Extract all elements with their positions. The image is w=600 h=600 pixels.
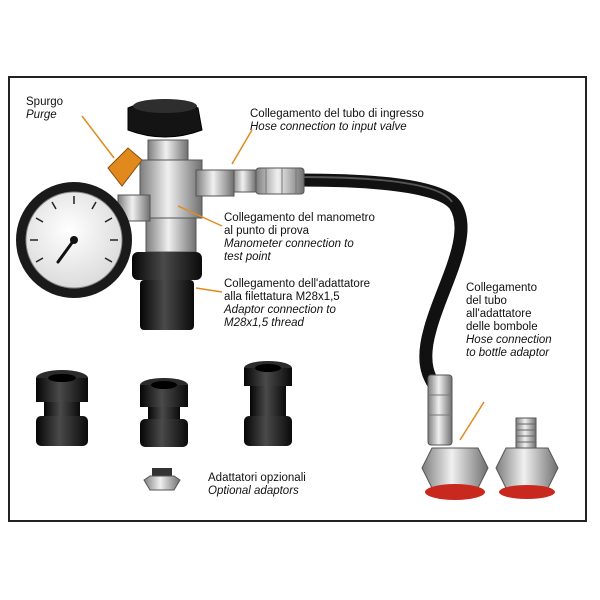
label-bottle-hose: Collegamento del tubo all'adattatore del… <box>466 282 552 360</box>
label-manometer-it-1: Collegamento del manometro <box>224 212 375 224</box>
label-adaptor-thread-en-2: M28x1,5 thread <box>224 317 304 329</box>
label-input-hose: Collegamento del tubo di ingresso Hose c… <box>250 108 424 134</box>
label-adaptor-thread-en-1: Adaptor connection to <box>224 304 336 316</box>
label-optional-en: Optional adaptors <box>208 485 299 497</box>
label-bottle-hose-it-3: all'adattatore <box>466 308 532 320</box>
manometer-gauge <box>16 182 151 298</box>
label-bottle-hose-en-1: Hose connection <box>466 334 552 346</box>
label-bottle-hose-it-4: delle bombole <box>466 321 538 333</box>
leader-lines <box>81 115 485 441</box>
label-adaptor-thread-it-2: alla filettatura M28x1,5 <box>224 291 340 303</box>
label-bottle-hose-it-2: del tubo <box>466 295 507 307</box>
label-bottle-hose-en-2: to bottle adaptor <box>466 347 550 359</box>
input-hose-fitting <box>231 167 305 195</box>
optional-adaptor-1 <box>36 370 88 446</box>
label-purge-it: Spurgo <box>26 96 64 108</box>
label-purge-en: Purge <box>26 109 57 121</box>
valve-assembly <box>107 99 235 253</box>
label-manometer: Collegamento del manometro al punto di p… <box>224 212 375 264</box>
label-bottle-hose-it-1: Collegamento <box>466 282 537 294</box>
black-hose <box>293 173 468 397</box>
label-manometer-en-2: test point <box>224 251 271 263</box>
label-purge: Spurgo Purge <box>26 96 63 122</box>
small-hex-nut <box>143 468 181 491</box>
label-manometer-it-2: al punto di prova <box>224 225 310 237</box>
label-input-hose-it: Collegamento del tubo di ingresso <box>250 108 424 120</box>
bottle-hose-fitting <box>421 374 489 500</box>
diagram-frame <box>8 76 587 522</box>
label-optional-it: Adattatori opzionali <box>208 472 306 484</box>
optional-adaptor-3 <box>244 361 292 446</box>
label-adaptor-thread: Collegamento dell'adattatore alla filett… <box>224 278 370 330</box>
optional-adaptor-2 <box>140 378 188 447</box>
label-manometer-en-1: Manometer connection to <box>224 238 354 250</box>
thread-adaptor <box>132 252 202 330</box>
label-optional-adaptors: Adattatori opzionali Optional adaptors <box>208 472 306 498</box>
label-adaptor-thread-it-1: Collegamento dell'adattatore <box>224 278 371 290</box>
purge-lever <box>107 147 143 187</box>
bottle-adaptor <box>495 417 559 499</box>
label-input-hose-en: Hose connection to input valve <box>250 121 407 133</box>
